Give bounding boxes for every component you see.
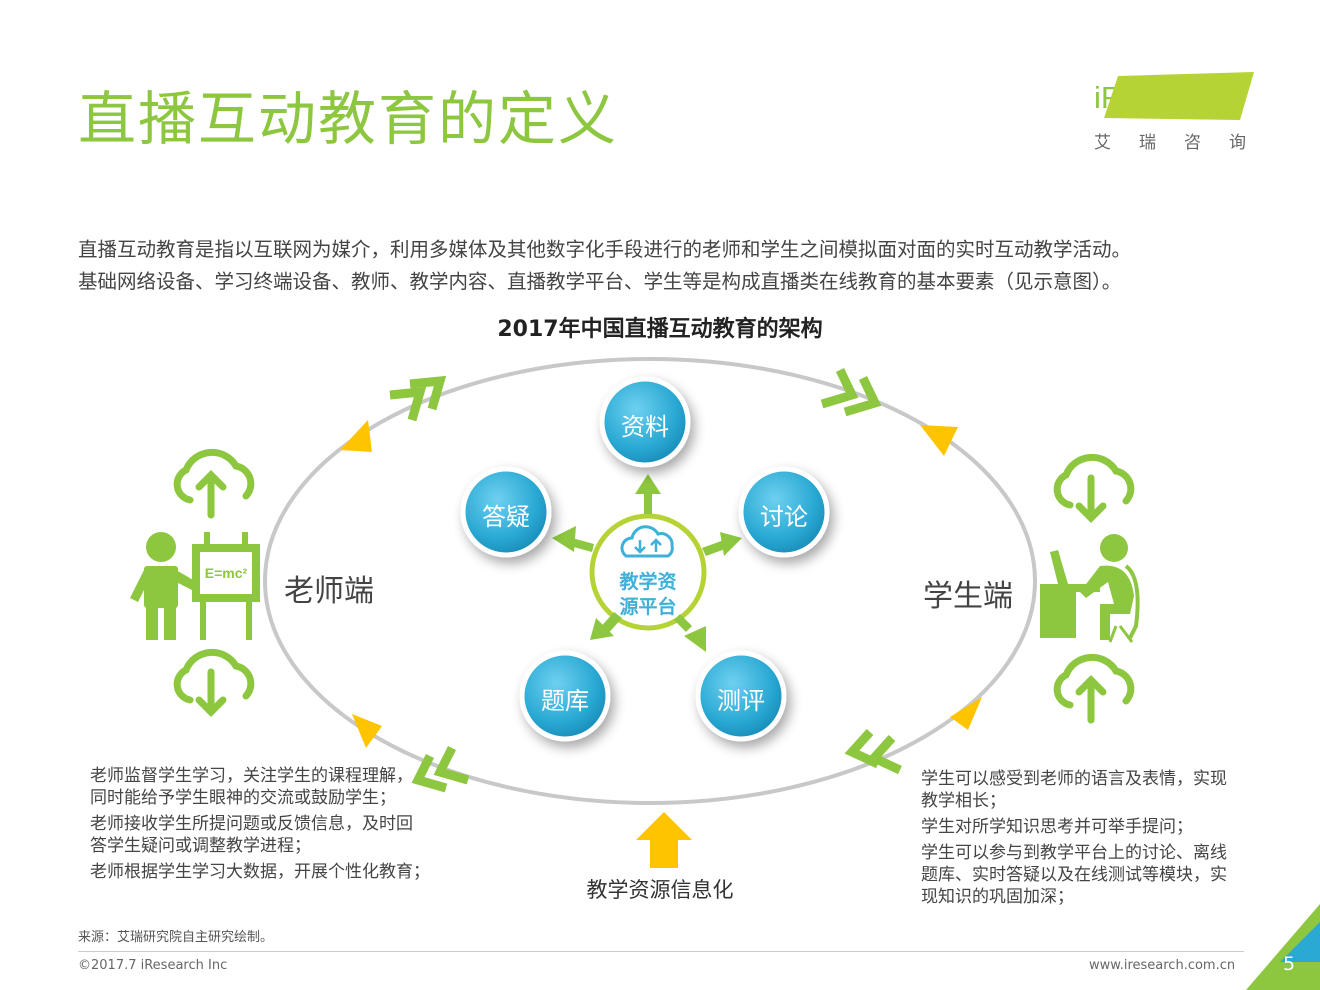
student-note-1-line-2: 教学相长； (921, 790, 1227, 812)
teacher-notes: 老师监督学生学习，关注学生的课程理解， 同时能给予学生眼神的交流或鼓励学生； 老… (90, 765, 430, 883)
spoke-arrow-upright (702, 532, 742, 556)
student-at-desk-icon (1040, 534, 1138, 642)
source-note: 来源：艾瑞研究院自主研究绘制。 (78, 926, 273, 945)
up-arrow-icon (636, 812, 692, 868)
website-link[interactable]: www.iresearch.com.cn (1089, 958, 1235, 973)
blackboard-icon (192, 532, 260, 640)
teacher-note-1-line-2: 同时能给予学生眼神的交流或鼓励学生； (90, 787, 430, 809)
spoke-arrow-up (635, 474, 661, 514)
chevron-bottom-right (852, 732, 900, 770)
page-number: 5 (1283, 953, 1295, 975)
download-arrow-icon-student (1079, 478, 1103, 518)
teacher-label: 老师端 (284, 566, 374, 610)
cycle-arrow-bl (352, 714, 382, 748)
board-formula: E=mc² (205, 565, 248, 581)
cycle-arrow-tr (920, 425, 958, 456)
node-label-discussion: 讨论 (724, 497, 844, 532)
teacher-icon (130, 532, 200, 640)
node-label-resources: 资料 (585, 407, 705, 442)
upload-arrow-icon-student (1079, 680, 1103, 720)
student-note-1-line-1: 学生可以感受到老师的语言及表情，实现 (921, 768, 1227, 790)
copyright: ©2017.7 iResearch Inc (78, 958, 227, 973)
chevron-top-right (822, 370, 875, 412)
platform-label: 教学资 源平台 (610, 570, 686, 620)
upload-arrow-icon-teacher (199, 475, 223, 515)
student-note-2-line-1: 学生对所学知识思考并可举手提问； (921, 816, 1227, 838)
cycle-arrow-br (950, 697, 982, 730)
download-arrow-icon-teacher (199, 672, 223, 712)
footer-divider (78, 951, 1244, 952)
platform-label-line-2: 源平台 (610, 595, 686, 620)
platform-label-line-1: 教学资 (610, 570, 686, 595)
node-label-question-bank: 题库 (505, 681, 625, 716)
node-label-qa: 答疑 (446, 497, 566, 532)
student-note-3-line-1: 学生可以参与到教学平台上的讨论、离线 (921, 842, 1227, 864)
teacher-note-1-line-1: 老师监督学生学习，关注学生的课程理解， (90, 765, 430, 787)
logo-banner (1104, 72, 1254, 120)
student-label: 学生端 (923, 571, 1013, 615)
teacher-note-2-line-1: 老师接收学生所提问题或反馈信息，及时回 (90, 813, 430, 835)
teacher-note-2-line-2: 答学生疑问或调整教学进程； (90, 835, 430, 857)
cycle-arrow-tl (340, 420, 372, 452)
resource-digitization-label: 教学资源信息化 (0, 874, 1320, 904)
node-label-assessment: 测评 (681, 681, 801, 716)
